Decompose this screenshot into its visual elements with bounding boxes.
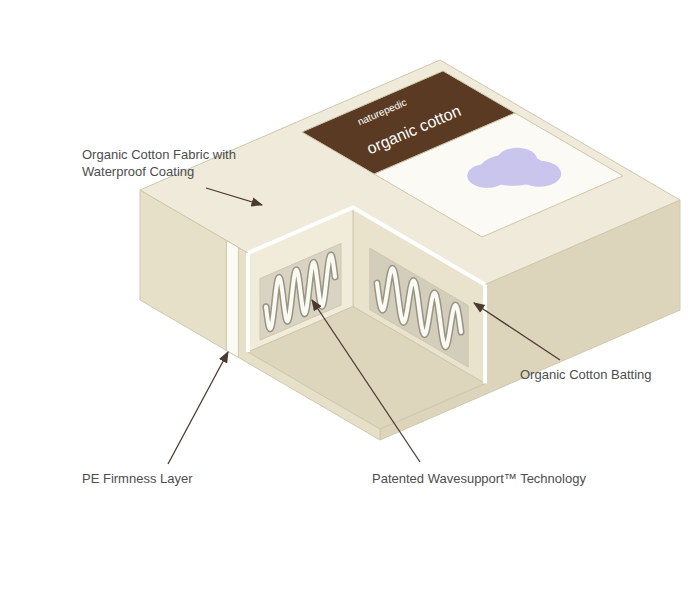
callout-label: Organic Cotton Fabric with Waterproof Co… (82, 146, 242, 180)
callout-label: PE Firmness Layer (82, 470, 232, 487)
cover-edge (483, 285, 487, 384)
cloud-graphic (497, 148, 537, 172)
mattress-body (140, 60, 680, 440)
pe-firmness-layer (226, 240, 238, 357)
callout-label: Patented Wavesupport™ Technology (372, 470, 612, 487)
leader-lines (168, 188, 560, 464)
wave-support (266, 255, 335, 329)
wave-support (377, 268, 461, 346)
leader-line (474, 303, 560, 360)
label-band (302, 71, 515, 174)
wave-support (377, 268, 461, 346)
leader-line (312, 300, 420, 462)
leader-line (168, 352, 228, 464)
wave-support (266, 255, 335, 329)
cloud-graphic (467, 164, 507, 188)
cover-edge (248, 208, 485, 285)
leader-line (206, 188, 262, 205)
callout-label: Organic Cotton Batting (520, 366, 690, 383)
cover-edge (246, 253, 250, 352)
